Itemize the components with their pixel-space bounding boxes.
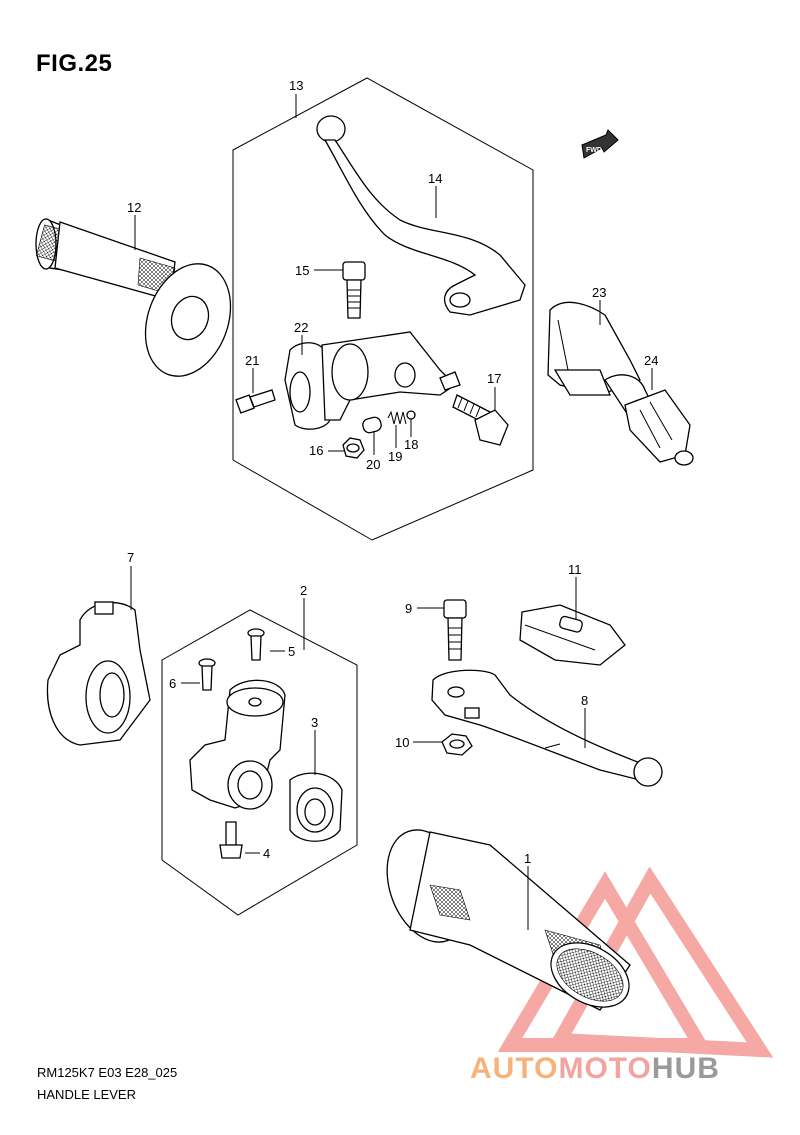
fwd-arrow-icon: FWD xyxy=(581,129,619,159)
part-24-cable-adjuster xyxy=(604,374,694,466)
part-4-bolt xyxy=(219,821,243,859)
callout-12: 12 xyxy=(127,200,141,215)
callout-6: 6 xyxy=(169,676,176,691)
part-14-clutch-lever xyxy=(316,115,526,316)
part-10-nut xyxy=(441,733,473,756)
callout-18: 18 xyxy=(404,437,418,452)
watermark-brand: AUTOMOTOHUB xyxy=(470,1052,720,1086)
part-8-lever xyxy=(431,669,663,787)
part-15-bolt xyxy=(342,261,366,319)
part-7-switch-housing xyxy=(46,601,151,746)
callout-13: 13 xyxy=(289,78,303,93)
part-22-lever-holder xyxy=(284,331,457,430)
callout-17: 17 xyxy=(487,371,501,386)
callout-21: 21 xyxy=(245,353,259,368)
section-name: HANDLE LEVER xyxy=(37,1087,136,1102)
callout-22: 22 xyxy=(294,320,308,335)
callout-11: 11 xyxy=(568,562,582,577)
assembly-frame-2 xyxy=(161,609,358,916)
figure-title: FIG.25 xyxy=(36,50,113,77)
callout-15: 15 xyxy=(295,263,309,278)
part-11-cover xyxy=(519,604,626,666)
part-2-lever-holder xyxy=(189,679,286,810)
callout-16: 16 xyxy=(309,443,323,458)
callout-2: 2 xyxy=(300,583,307,598)
callout-20: 20 xyxy=(366,457,380,472)
part-6-screw xyxy=(198,658,216,691)
brand-part-hub: HUB xyxy=(651,1052,720,1085)
part-20-pin xyxy=(362,416,382,434)
callout-23: 23 xyxy=(592,285,606,300)
callout-10: 10 xyxy=(395,735,409,750)
part-16-nut xyxy=(342,437,365,459)
callout-5: 5 xyxy=(288,644,295,659)
part-5-screw xyxy=(247,628,265,661)
callout-8: 8 xyxy=(581,693,588,708)
model-code: RM125K7 E03 E28_025 xyxy=(37,1065,178,1080)
brand-part-moto: MOTO xyxy=(558,1052,652,1085)
part-1-grip xyxy=(386,829,631,1011)
callout-4: 4 xyxy=(263,846,270,861)
part-18-ball xyxy=(406,410,416,420)
part-17-adjuster xyxy=(439,371,509,446)
callout-3: 3 xyxy=(311,715,318,730)
part-19-spring xyxy=(387,410,407,425)
part-23-lever-cover xyxy=(547,301,641,396)
part-21-screw xyxy=(235,389,276,414)
assembly-frame-13 xyxy=(232,77,534,541)
callout-labels: 13 14 12 15 22 21 16 20 19 18 17 23 24 7… xyxy=(127,78,658,866)
callout-19: 19 xyxy=(388,449,402,464)
part-3-clamp xyxy=(289,772,343,842)
callout-14: 14 xyxy=(428,171,442,186)
callout-1: 1 xyxy=(524,851,531,866)
leader-lines xyxy=(130,94,653,930)
part-12-grip xyxy=(35,218,232,377)
brand-part-auto: AUTO xyxy=(470,1052,559,1085)
callout-7: 7 xyxy=(127,550,134,565)
fwd-label: FWD xyxy=(586,147,602,154)
callout-24: 24 xyxy=(644,353,658,368)
callout-9: 9 xyxy=(405,601,412,616)
part-9-bolt xyxy=(443,599,467,661)
